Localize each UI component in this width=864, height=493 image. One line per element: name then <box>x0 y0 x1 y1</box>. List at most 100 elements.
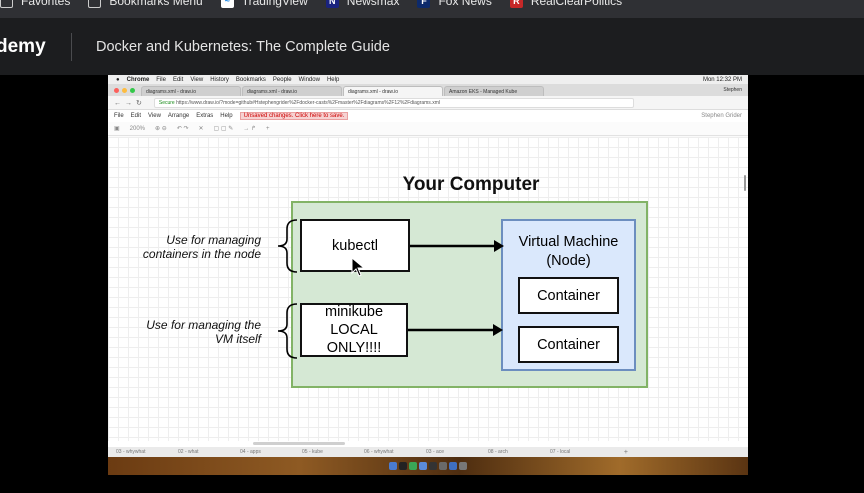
page-tab: 04 - apps <box>240 449 261 455</box>
apple-icon: ● <box>116 76 120 83</box>
bookmark-favorites[interactable]: Favorites <box>0 0 70 8</box>
brace-kubectl <box>277 219 298 273</box>
brace-minikube <box>277 303 298 359</box>
lecture-screen: ● Chrome File Edit View History Bookmark… <box>108 75 748 475</box>
mac-dock <box>108 457 748 475</box>
bookmark-label: RealClearPolitics <box>530 0 623 8</box>
browser-user: Stephen <box>723 87 742 93</box>
close-window-icon <box>114 88 119 93</box>
address-bar: ←→↻ Secure https://www.draw.io/?mode=git… <box>108 96 748 110</box>
page-tab: 07 - local <box>550 449 571 455</box>
zoom-icons: ⊕ ⊖ <box>155 126 167 132</box>
drawio-menu-item: Extras <box>196 113 214 119</box>
browser-tabbar: diagrams.xml - draw.io diagrams.xml - dr… <box>108 84 748 96</box>
bookmark-foxnews[interactable]: F Fox News <box>417 0 492 8</box>
app-icon <box>419 462 427 470</box>
minikube-line: LOCAL <box>330 322 378 338</box>
mouse-cursor-icon <box>351 257 365 277</box>
bookmark-label: Newsmax <box>346 0 400 8</box>
page-tab: 06 - whywhat <box>364 449 394 455</box>
maximize-window-icon <box>130 88 135 93</box>
browser-tab: diagrams.xml - draw.io <box>242 86 342 96</box>
browser-tab-active: diagrams.xml - draw.io <box>343 86 443 96</box>
annotation-kubectl: Use for managing containers in the node <box>118 233 261 261</box>
foxnews-icon: F <box>417 0 431 8</box>
undo-redo-icons: ↶ ↷ <box>176 126 189 132</box>
annotation-minikube: Use for managing the VM itself <box>118 318 261 346</box>
insert-icon: + <box>265 125 270 132</box>
arrow-minikube-to-vm <box>408 324 503 336</box>
page-tab: 08 - arch <box>488 449 508 455</box>
delete-icon: ✕ <box>198 126 204 132</box>
finder-icon <box>389 462 397 470</box>
connector-icons: → ↱ <box>243 126 256 132</box>
page-tab: 03 - ace <box>426 449 445 455</box>
minikube-line: ONLY!!!! <box>326 340 382 356</box>
horizontal-scrollbar[interactable] <box>108 441 748 447</box>
page-tab: 03 - whywhat <box>116 449 146 455</box>
tradingview-icon: ~ <box>220 0 234 8</box>
unsaved-changes-badge: Unsaved changes. Click here to save. <box>239 112 349 120</box>
course-title[interactable]: Docker and Kubernetes: The Complete Guid… <box>96 38 390 55</box>
annotation-line: Use for managing <box>166 233 261 247</box>
secure-label: Secure <box>158 99 175 106</box>
bookmark-bookmarks-menu[interactable]: Bookmarks Menu <box>88 0 203 8</box>
app-icon <box>399 462 407 470</box>
minimize-window-icon <box>122 88 127 93</box>
container-box: Container <box>518 326 619 363</box>
browser-tab: Amazon EKS - Managed Kube <box>444 86 544 96</box>
annotation-line: Use for managing the <box>146 318 261 332</box>
vm-label: Virtual Machine (Node) <box>503 233 634 271</box>
zoom-level: 200% <box>129 125 146 132</box>
minikube-box: minikube LOCAL ONLY!!!! <box>300 303 408 357</box>
mac-menu-item: History <box>210 76 229 83</box>
drawio-menu-item: File <box>114 113 124 119</box>
drawio-menu-item: Help <box>220 113 233 119</box>
drawio-menubar: File Edit View Arrange Extras Help Unsav… <box>108 110 748 122</box>
bookmark-tradingview[interactable]: ~ TradingView <box>220 0 308 8</box>
mac-clock: Mon 12:32 PM <box>702 76 742 83</box>
nav-buttons-icon: ←→↻ <box>114 99 146 107</box>
bookmarks-bar: Favorites Bookmarks Menu ~ TradingView N… <box>0 0 864 18</box>
drawio-menu-item: Arrange <box>167 113 190 119</box>
udemy-logo[interactable]: demy <box>0 32 72 61</box>
mac-menu-item: People <box>272 76 292 83</box>
page-view-icon: ▣ <box>114 126 120 132</box>
browser-tab: diagrams.xml - draw.io <box>141 86 241 96</box>
page-tab: 02 - what <box>178 449 199 455</box>
bookmark-label: Favorites <box>21 0 71 8</box>
drawio-menu-item: Edit <box>130 113 142 119</box>
mac-menubar: ● Chrome File Edit View History Bookmark… <box>108 75 748 84</box>
page-tabs: 03 - whywhat 02 - what 04 - apps 05 - ku… <box>108 447 748 457</box>
mac-menu-item: Help <box>326 76 340 83</box>
container-box: Container <box>518 277 619 314</box>
vertical-scrollbar[interactable] <box>744 175 746 191</box>
folder-icon <box>0 0 13 8</box>
vm-label-line: Virtual Machine <box>518 234 619 250</box>
arrow-kubectl-to-vm <box>410 240 504 252</box>
bookmark-newsmax[interactable]: N Newsmax <box>325 0 400 8</box>
app-icon <box>439 462 447 470</box>
video-player[interactable]: ● Chrome File Edit View History Bookmark… <box>0 75 864 493</box>
udemy-header: demy Docker and Kubernetes: The Complete… <box>0 18 864 75</box>
mac-menu-item: View <box>190 76 204 83</box>
folder-icon <box>88 0 102 8</box>
mac-menu-item: Window <box>298 76 320 83</box>
format-icons: ▢ ▢ ✎ <box>213 126 234 132</box>
bookmark-realclearpolitics[interactable]: R RealClearPolitics <box>509 0 623 8</box>
url-field: Secure https://www.draw.io/?mode=github#… <box>153 97 634 108</box>
minikube-line: minikube <box>324 304 384 320</box>
url-text: https://www.draw.io/?mode=github#Hstephe… <box>176 99 440 106</box>
annotation-line: containers in the node <box>142 247 261 261</box>
diagram-canvas: Your Computer kubectl minikube LOCAL ONL… <box>108 137 748 441</box>
drawio-toolbar: ▣ 200% ⊕ ⊖ ↶ ↷ ✕ ▢ ▢ ✎ → ↱ + <box>108 122 748 136</box>
bookmark-label: Fox News <box>438 0 492 8</box>
rcp-icon: R <box>509 0 523 8</box>
add-page-icon: + <box>623 448 628 456</box>
mac-menu-item: Edit <box>172 76 184 83</box>
terminal-icon <box>429 462 437 470</box>
diagram-title: Your Computer <box>402 174 540 195</box>
bookmark-label: TradingView <box>241 0 308 8</box>
vm-label-line: (Node) <box>546 253 591 269</box>
newsmax-icon: N <box>325 0 339 8</box>
